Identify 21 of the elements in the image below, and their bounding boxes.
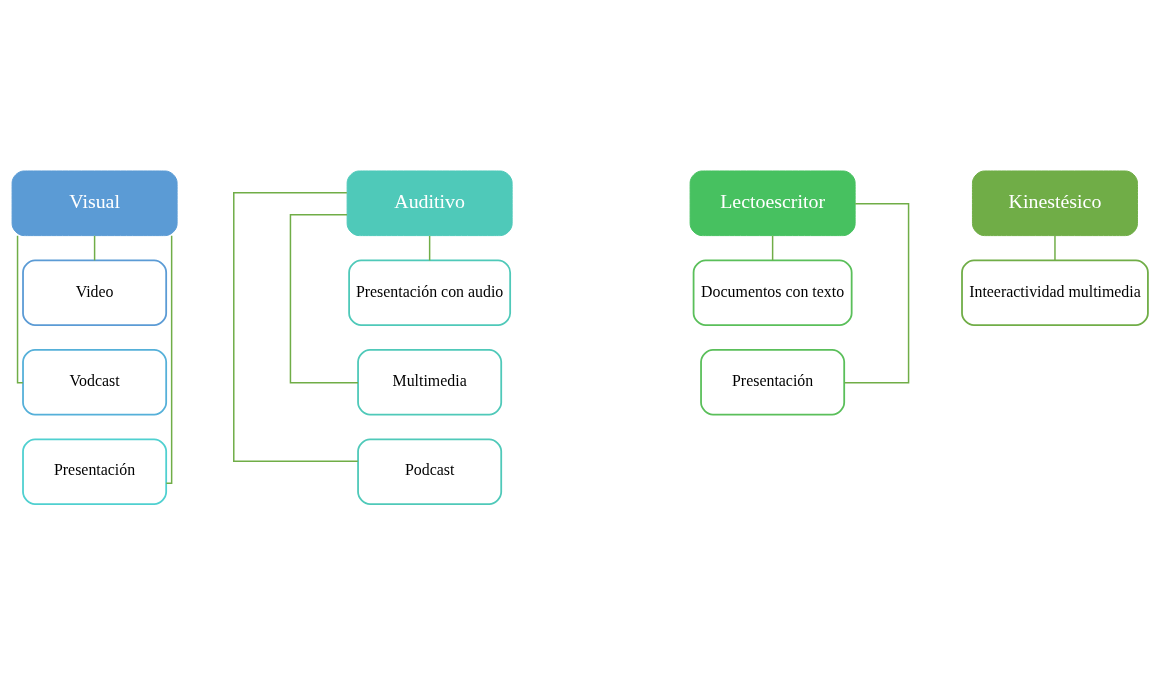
connector: [93, 235, 96, 262]
node-box: Auditivo: [346, 170, 513, 237]
connector: [771, 235, 774, 262]
node-box: Presentación: [22, 438, 168, 505]
node-box: Inteeractividad multimedia: [961, 259, 1149, 326]
connector: [233, 192, 359, 462]
node-box: Kinestésico: [971, 170, 1138, 237]
connector: [289, 213, 359, 384]
node-box: Visual: [11, 170, 178, 237]
node-box: Multimedia: [357, 349, 503, 416]
connector: [843, 203, 910, 384]
node-box: Vodcast: [22, 349, 168, 416]
node-box: Presentación: [700, 349, 846, 416]
node-box: Presentación con audio: [348, 259, 512, 326]
node-box: Video: [22, 259, 168, 326]
node-box: Documentos con texto: [692, 259, 853, 326]
connector: [428, 235, 431, 262]
connector: [1054, 235, 1056, 262]
node-box: Lectoescritor: [689, 170, 856, 237]
node-box: Podcast: [357, 438, 503, 505]
connector: [16, 235, 24, 384]
